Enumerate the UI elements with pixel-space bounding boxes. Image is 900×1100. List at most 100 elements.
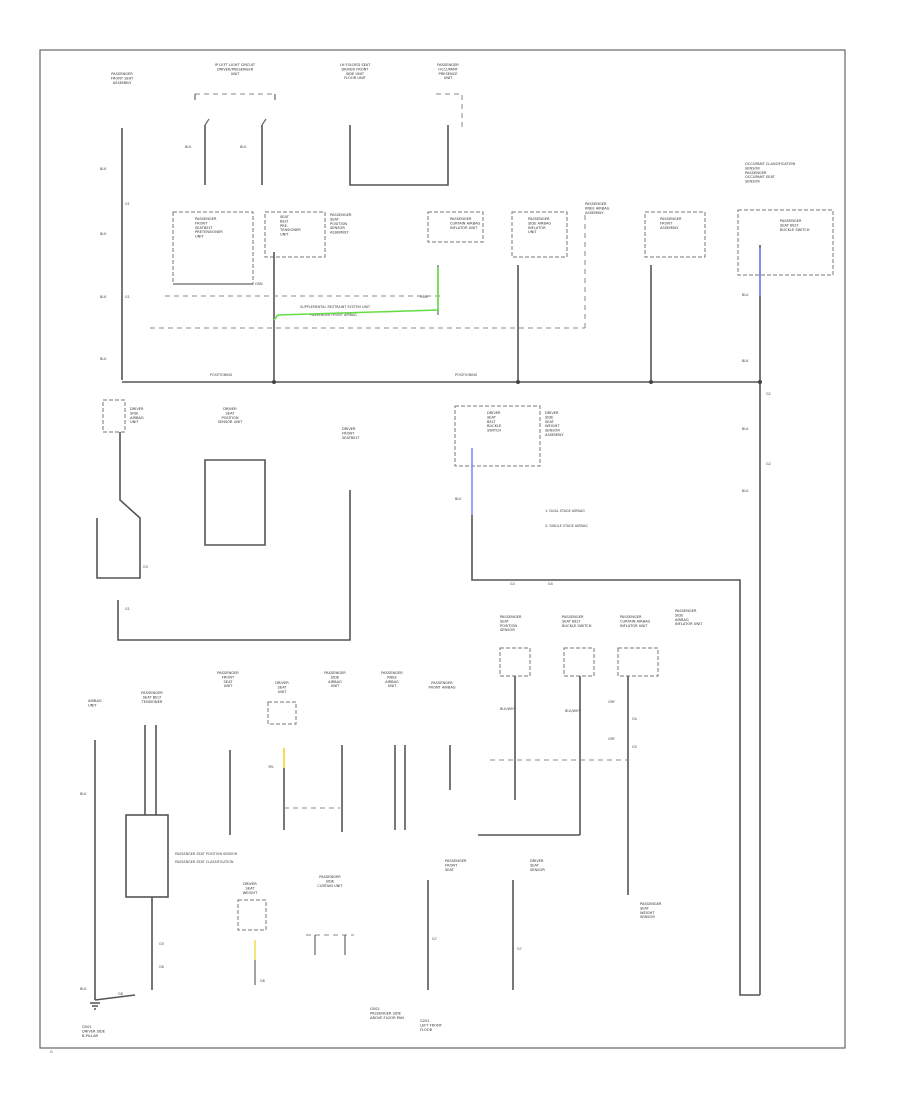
wire-tag: GRY xyxy=(608,700,616,704)
label-line: PASSENGER xyxy=(437,63,459,67)
label-line: LEFT FRONT xyxy=(420,1023,443,1027)
diagram-border xyxy=(39,49,846,1049)
label-line: B-PILLAR xyxy=(82,1034,99,1038)
label-line: PASSENGER xyxy=(217,671,239,675)
label-line: SENSOR xyxy=(330,226,345,230)
label-line: ASSEMBLY xyxy=(585,211,604,215)
label-line: CURTAIN AIRBAG xyxy=(450,221,481,225)
label-line: SEAT BELT xyxy=(780,223,799,227)
label-line: PASSENGER xyxy=(111,72,133,76)
label-line: UNIT xyxy=(444,76,453,80)
label-line: CURTAIN UNIT xyxy=(317,884,343,888)
label-line: DRIVER xyxy=(130,407,144,411)
wire-tag: YEL xyxy=(268,765,274,769)
label-line: KNEE AIRBAG xyxy=(585,206,610,210)
label-line: KNEE xyxy=(387,675,397,679)
label-line: FRONT xyxy=(445,863,458,867)
label-line: ABOVE FLOOR PAN xyxy=(370,1016,404,1020)
wire-tag: BLK/WHT xyxy=(565,709,581,713)
label-line: G502 xyxy=(370,1007,380,1011)
label-line: SIDE xyxy=(545,415,554,419)
label-line: INFLATOR UNIT xyxy=(620,624,648,628)
label-line: FRONT xyxy=(195,221,208,225)
wire-tag: BLU xyxy=(455,497,462,501)
bus-note-1: SUPPLEMENTAL RESTRAINT SYSTEM UNIT xyxy=(300,305,371,309)
label-line: PASSENGER xyxy=(660,217,682,221)
wire-tags: BLK BLK BLK BLK BLK BLK GRN GRN BLU BLU … xyxy=(80,145,771,996)
label-line: PRETENSIONER xyxy=(195,230,223,234)
label-line: SWITCH xyxy=(487,429,501,433)
wire-number: G5 xyxy=(159,942,164,946)
bus-label-1: POSITIONING xyxy=(210,373,233,377)
label-line: INFLATOR UNIT xyxy=(450,226,478,230)
label-line: PASSENGER xyxy=(675,609,697,613)
wire-number: G7 xyxy=(517,947,522,951)
label-line: UNIT xyxy=(130,420,139,424)
wire-number: G3 xyxy=(510,582,515,586)
label-line: ASSEMBLY xyxy=(113,81,132,85)
label-line: SEAT xyxy=(330,217,340,221)
label-line: PASSENGER xyxy=(745,171,767,175)
wire-number: G4 xyxy=(632,717,637,721)
label-line: FRONT xyxy=(222,675,235,679)
label-line: WEIGHT xyxy=(640,911,655,915)
label-line: DRIVER xyxy=(487,411,501,415)
wire-number: G2 xyxy=(766,462,771,466)
label-line: PASSENGER xyxy=(528,217,550,221)
label-line: G501 xyxy=(82,1025,92,1029)
footer-mark: G xyxy=(50,1050,53,1054)
label-line: ASSEMBLY xyxy=(330,231,349,235)
label-line: SIDE UNIT xyxy=(346,72,365,76)
label-line: SEAT xyxy=(545,420,555,424)
label-line: SIDE xyxy=(331,675,340,679)
label-line: BELT xyxy=(280,219,289,223)
note-n3: 1: DUAL STAGE AIRBAG xyxy=(545,509,585,513)
label-line: DRIVER xyxy=(530,859,544,863)
label-line: BELT xyxy=(487,420,496,424)
label-line: POSITION xyxy=(221,416,238,420)
wire-tag: BLK/WHT xyxy=(500,707,516,711)
label-line: SEAT xyxy=(278,685,288,689)
label-line: BUCKLE SWITCH xyxy=(780,228,810,232)
label-line: PRESENCE xyxy=(439,72,459,76)
label-line: SENSOR xyxy=(745,180,760,184)
label-line: UNIT xyxy=(278,690,287,694)
label-line: PASSENGER xyxy=(450,217,472,221)
label-line: SEAT xyxy=(640,906,650,910)
label-line: BUCKLE SWITCH xyxy=(562,624,592,628)
wire-tag: BLK xyxy=(742,427,749,431)
label-line: UNIT xyxy=(231,72,240,76)
label-line: FLOOR xyxy=(420,1028,433,1032)
label-line: SENSOR xyxy=(640,915,655,919)
label-line: DRIVER xyxy=(275,681,289,685)
note-n5: PASSENGER SEAT POSITION SENSOR xyxy=(175,852,238,856)
label-line: PASSENGER xyxy=(324,671,346,675)
label-line: SIDE AIRBAG xyxy=(528,221,551,225)
label-line: SENSOR xyxy=(530,868,545,872)
wire-tag: GRN xyxy=(420,295,428,299)
label-line: SEAT BELT xyxy=(562,619,581,623)
wire-tag: GRN xyxy=(255,282,263,286)
wire-tag: BLK xyxy=(742,359,749,363)
